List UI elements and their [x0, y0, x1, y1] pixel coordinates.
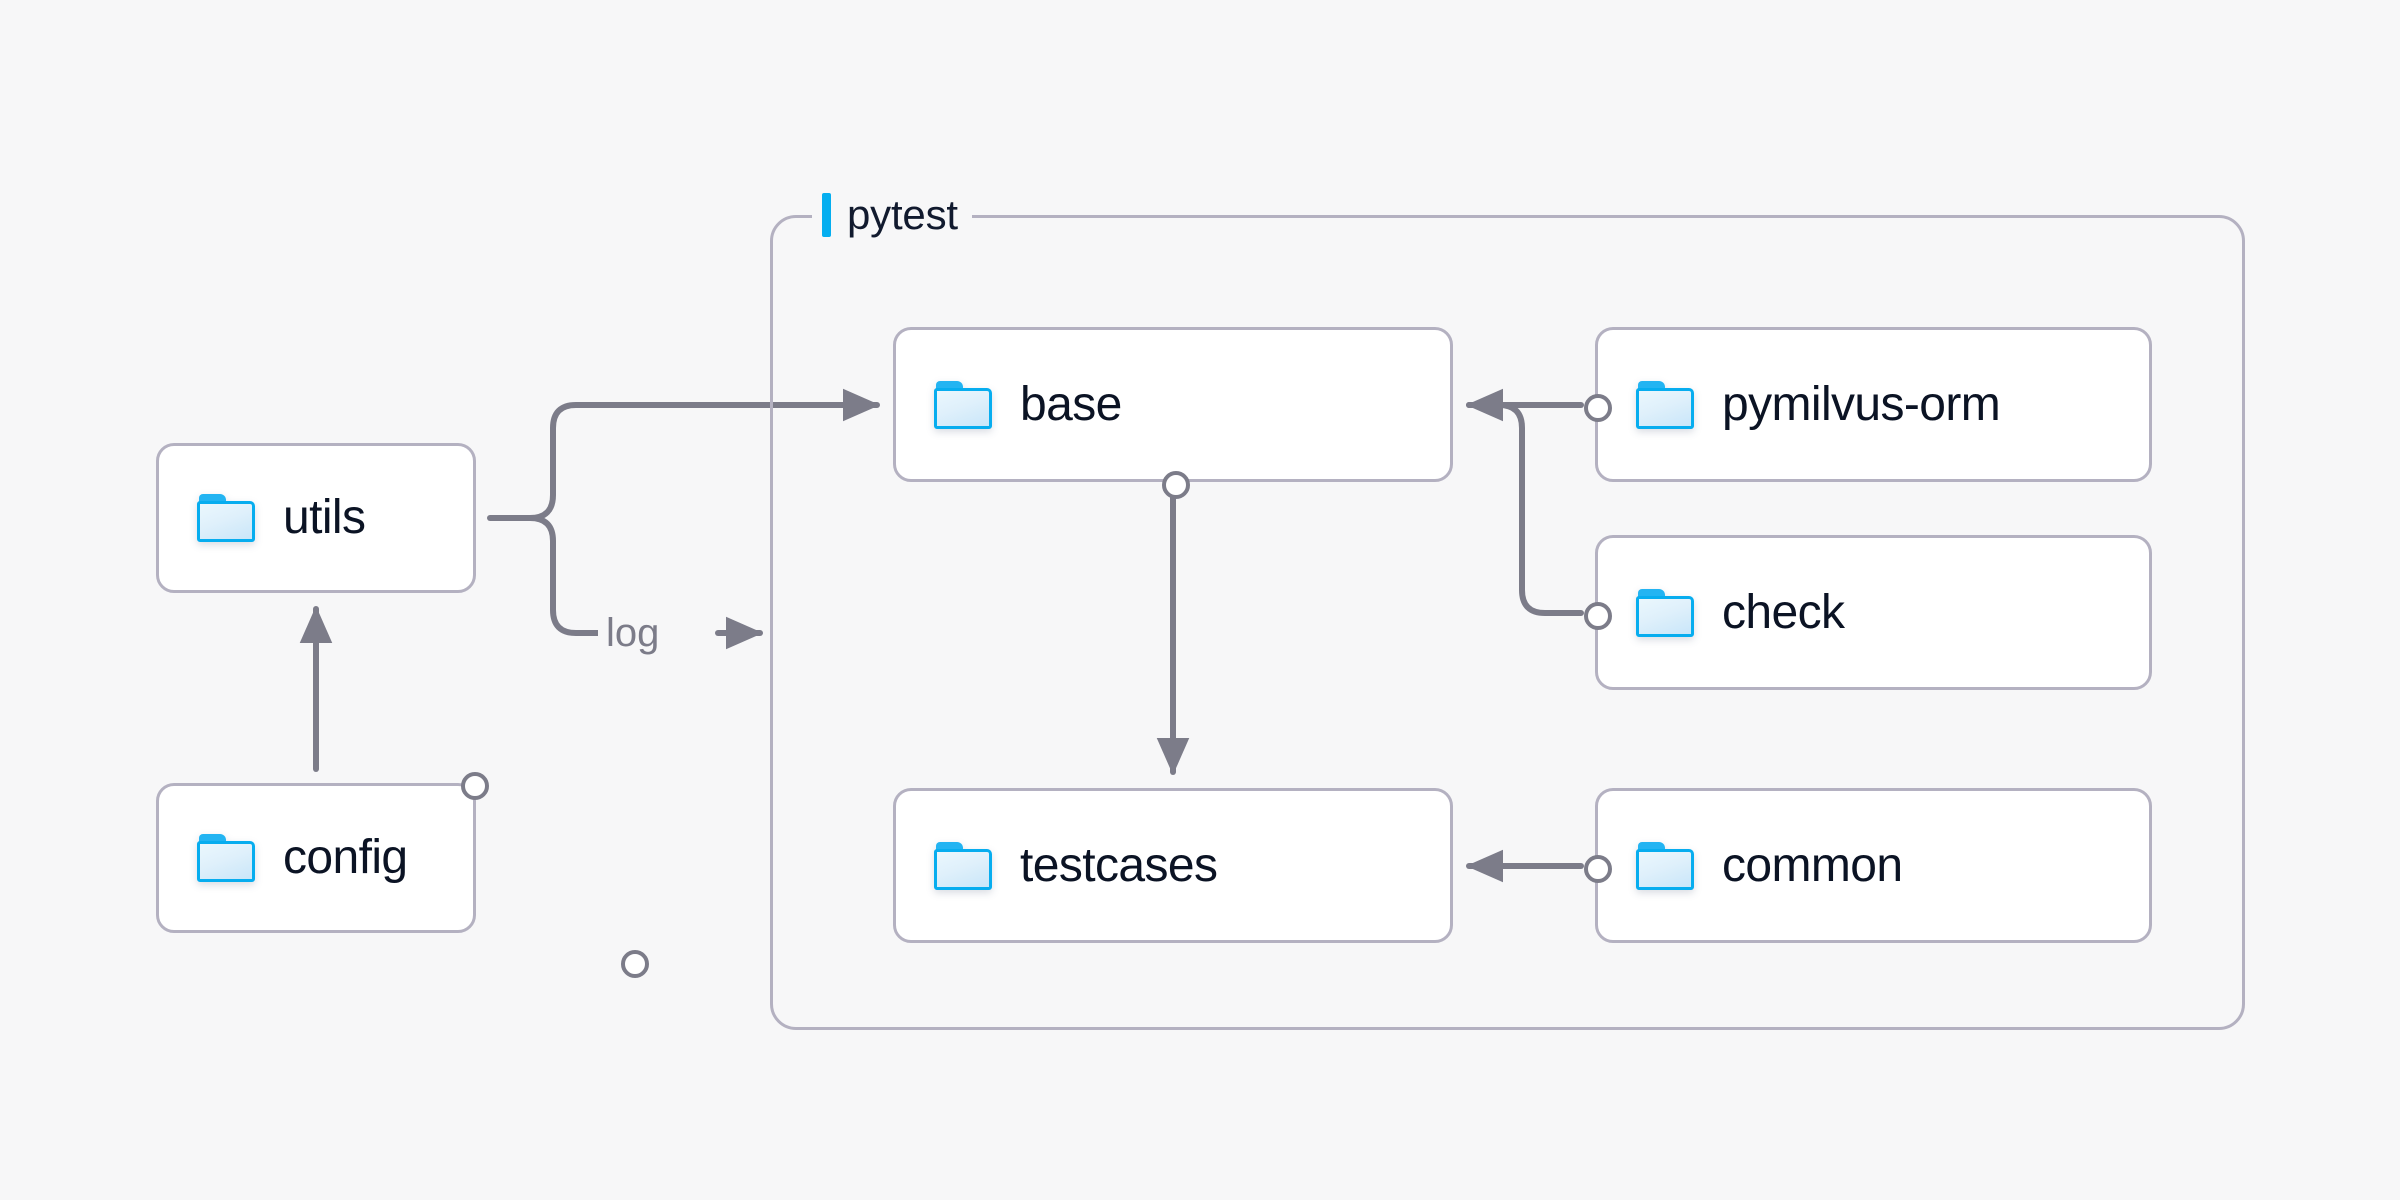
node-testcases-label: testcases — [1020, 838, 1218, 892]
port-pymilvus-orm-left[interactable] — [1584, 394, 1612, 422]
folder-icon — [197, 834, 255, 882]
folder-icon — [1636, 380, 1694, 429]
port-config-top[interactable] — [461, 772, 489, 800]
node-pymilvus-orm-label: pymilvus-orm — [1722, 377, 2001, 431]
edge-label-log: log — [598, 611, 668, 655]
group-accent-bar — [822, 193, 831, 237]
folder-icon — [1636, 588, 1694, 637]
node-common-label: common — [1722, 838, 1903, 892]
folder-icon — [1636, 841, 1694, 890]
folder-icon — [934, 841, 992, 890]
node-utils-label: utils — [283, 491, 366, 544]
folder-icon — [197, 494, 255, 542]
node-config-label: config — [283, 831, 408, 884]
node-base[interactable]: base — [893, 327, 1453, 499]
node-check[interactable]: check — [1584, 535, 2152, 690]
folder-icon — [934, 380, 992, 429]
group-pytest-label-text: pytest — [847, 191, 958, 238]
node-check-label: check — [1722, 585, 1845, 639]
node-base-label: base — [1020, 377, 1122, 431]
port-base-bottom[interactable] — [1162, 471, 1190, 499]
node-pymilvus-orm[interactable]: pymilvus-orm — [1584, 327, 2152, 482]
node-config[interactable]: config — [156, 772, 489, 933]
node-common[interactable]: common — [1584, 788, 2152, 943]
port-utils-right[interactable] — [621, 950, 649, 978]
port-check-left[interactable] — [1584, 602, 1612, 630]
node-utils[interactable]: utils — [156, 443, 649, 978]
port-common-left[interactable] — [1584, 855, 1612, 883]
group-pytest-label: pytest — [812, 188, 972, 242]
node-testcases[interactable]: testcases — [893, 788, 1453, 943]
group-pytest[interactable] — [770, 215, 2245, 1030]
